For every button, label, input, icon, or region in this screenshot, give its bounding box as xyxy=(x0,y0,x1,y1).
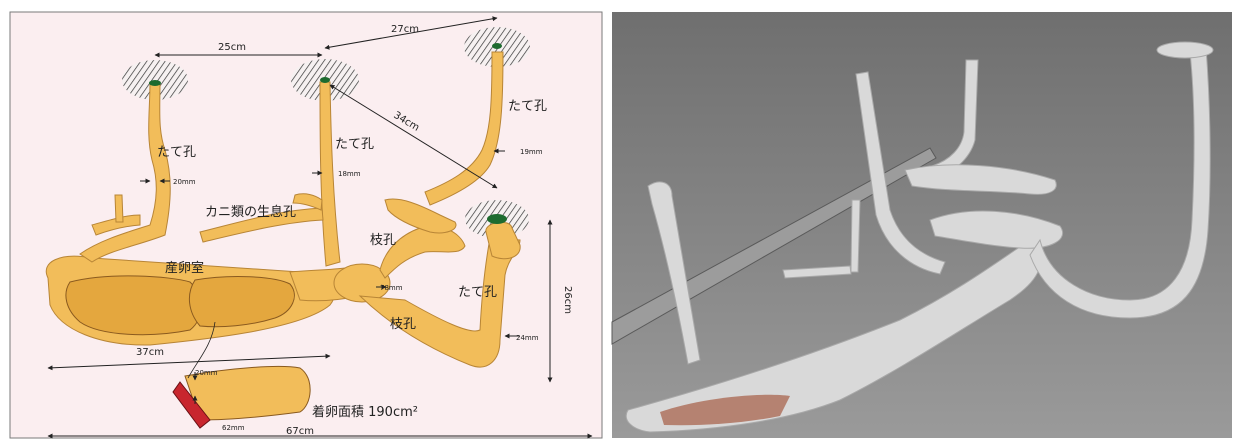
dim-67cm: 67cm xyxy=(286,426,314,437)
left-side-branch-up xyxy=(115,195,123,222)
burrow-diagram: 25cm 27cm 34cm 37cm 67cm 26cm 20mm 18mm … xyxy=(10,12,602,438)
opening-4 xyxy=(487,214,507,224)
label-branch-hole-upper: 枝孔 xyxy=(370,233,396,248)
photo-floor xyxy=(612,12,1232,438)
width-24mm: 24mm xyxy=(516,334,539,342)
label-branch-hole-lower: 枝孔 xyxy=(390,317,416,332)
label-spawning-chamber: 産卵室 xyxy=(165,260,204,276)
label-vertical-hole-right-top: たて孔 xyxy=(508,99,547,114)
width-18mm: 18mm xyxy=(338,170,361,178)
dim-26cm: 26cm xyxy=(562,286,573,314)
cast-thin-stick xyxy=(851,200,860,272)
dim-25cm: 25cm xyxy=(218,42,246,53)
dim-37cm: 37cm xyxy=(136,347,164,358)
width-62mm: 62mm xyxy=(222,424,245,432)
width-20mm-inset: 20mm xyxy=(195,369,218,377)
label-egg-area: 着卵面積 190cm² xyxy=(312,404,418,420)
opening-2 xyxy=(320,77,330,83)
width-19mm: 19mm xyxy=(520,148,543,156)
width-78mm: 78mm xyxy=(380,284,403,292)
cast-top-opening xyxy=(1157,42,1213,58)
label-vertical-hole-middle: たて孔 xyxy=(335,137,374,152)
label-crab-habitat: カニ類の生息孔 xyxy=(205,204,296,220)
dim-27cm: 27cm xyxy=(391,24,419,35)
opening-1 xyxy=(149,80,161,86)
opening-3 xyxy=(492,43,502,49)
burrow-cast-photo xyxy=(612,12,1232,438)
egg-band-left xyxy=(66,276,201,335)
label-vertical-hole-right: たて孔 xyxy=(458,285,497,300)
width-20mm-left: 20mm xyxy=(173,178,196,186)
label-vertical-hole-left: たて孔 xyxy=(157,145,196,160)
